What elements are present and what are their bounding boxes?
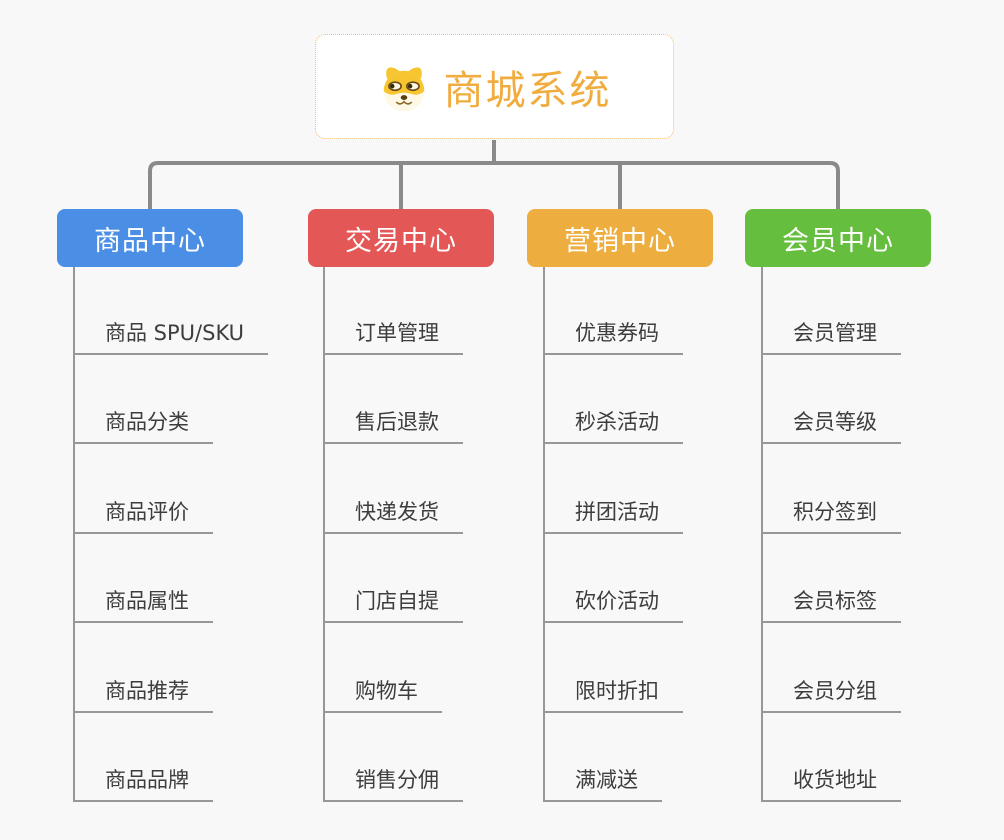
branch-member-center[interactable]: 会员中心	[745, 209, 931, 267]
tree-item[interactable]: 门店自提	[323, 589, 463, 623]
branch-spine	[73, 267, 75, 802]
tree-item[interactable]: 订单管理	[323, 321, 463, 355]
tree-item[interactable]: 商品分类	[73, 410, 213, 444]
branch-trade-center[interactable]: 交易中心	[308, 209, 494, 267]
tree-item[interactable]: 销售分佣	[323, 768, 463, 802]
tree-item[interactable]: 限时折扣	[543, 679, 683, 713]
root-node[interactable]: 商城系统	[315, 34, 674, 139]
tree-item[interactable]: 秒杀活动	[543, 410, 683, 444]
branch-spine	[323, 267, 325, 802]
tree-item[interactable]: 优惠券码	[543, 321, 683, 355]
tree-item[interactable]: 商品评价	[73, 500, 213, 534]
tree-item[interactable]: 商品推荐	[73, 679, 213, 713]
branch-marketing-center[interactable]: 营销中心	[527, 209, 713, 267]
branch-spine	[761, 267, 763, 802]
tree-item[interactable]: 会员等级	[761, 410, 901, 444]
tree-item[interactable]: 快递发货	[323, 500, 463, 534]
tree-item[interactable]: 拼团活动	[543, 500, 683, 534]
branch-spine	[543, 267, 545, 802]
tree-item[interactable]: 购物车	[323, 679, 442, 713]
tree-item[interactable]: 会员管理	[761, 321, 901, 355]
tree-item[interactable]: 商品品牌	[73, 768, 213, 802]
root-title: 商城系统	[443, 67, 612, 114]
tree-item[interactable]: 售后退款	[323, 410, 463, 444]
tree-item[interactable]: 会员分组	[761, 679, 901, 713]
tree-item[interactable]: 积分签到	[761, 500, 901, 534]
tree-item[interactable]: 收货地址	[761, 768, 901, 802]
branch-product-center[interactable]: 商品中心	[57, 209, 243, 267]
tree-item[interactable]: 商品属性	[73, 589, 213, 623]
tree-item[interactable]: 砍价活动	[543, 589, 683, 623]
tree-item[interactable]: 会员标签	[761, 589, 901, 623]
shiba-dog-icon	[383, 66, 424, 111]
tree-item[interactable]: 商品 SPU/SKU	[73, 321, 269, 355]
tree-item[interactable]: 满减送	[543, 768, 662, 802]
